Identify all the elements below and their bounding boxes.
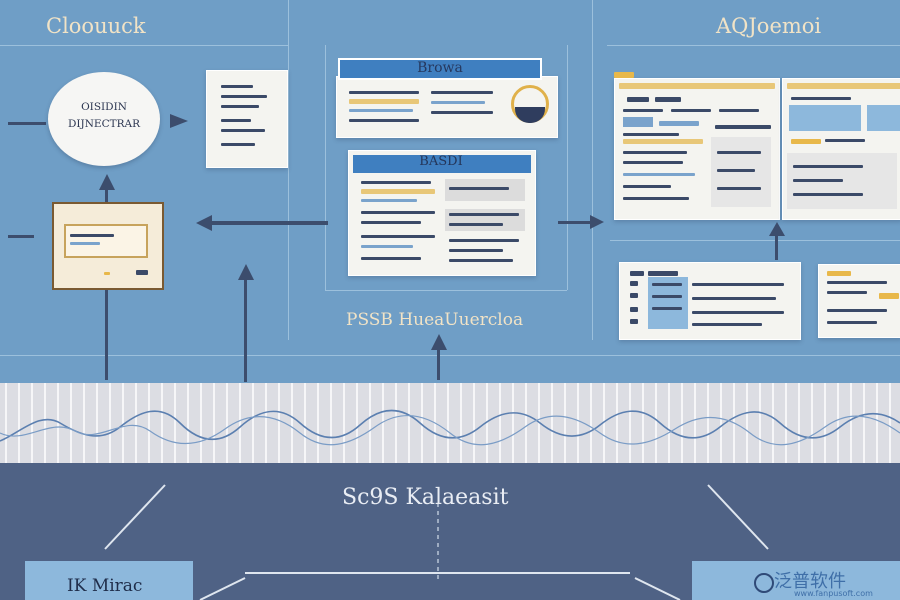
arrow-head-icon xyxy=(170,114,188,128)
grid-line xyxy=(592,0,593,340)
grid-line xyxy=(288,0,289,340)
oval-node: OISIDIN DIJNECTRAR xyxy=(48,72,160,166)
grid-line xyxy=(325,290,567,291)
tablet-card xyxy=(52,202,164,290)
grid-line xyxy=(567,45,568,290)
summary-card xyxy=(619,262,801,340)
connector-arrow xyxy=(437,350,440,380)
connector-arrow xyxy=(8,122,46,125)
arrow-head-icon xyxy=(590,215,604,229)
module-box-right: 泛普软件 www.fanpusoft.com xyxy=(692,561,900,600)
connector-arrow xyxy=(8,235,34,238)
grid-line xyxy=(0,355,900,356)
logo-icon xyxy=(754,573,774,593)
connector-arrow xyxy=(558,221,592,224)
watermark-url: www.fanpusoft.com xyxy=(794,589,873,598)
grid-line xyxy=(0,45,288,46)
module-box-label: IK Mirac xyxy=(67,576,143,596)
accent-tab xyxy=(614,72,634,78)
waveform-graphic xyxy=(0,383,900,463)
top-left-label: Cloouuck xyxy=(46,14,146,38)
connector-arrow xyxy=(244,278,247,382)
watermark-text: 泛普软件 xyxy=(774,571,846,592)
bottom-connectors xyxy=(104,484,769,600)
oval-text-line1: OISIDIN xyxy=(81,101,127,113)
grid-line xyxy=(607,45,900,46)
arrow-head-icon xyxy=(99,174,115,190)
oval-text-line2: DIJNECTRAR xyxy=(67,118,141,130)
browse-card xyxy=(336,76,558,138)
top-right-label: AQJoemoi xyxy=(716,14,822,38)
bottom-panel: Sc9S Kalaeasit IK Mirac 泛普软件 www.fanpuso… xyxy=(0,463,900,600)
module-box-left: IK Mirac xyxy=(25,561,193,600)
document-card xyxy=(206,70,288,168)
arrow-head-icon xyxy=(196,215,212,231)
basic-card xyxy=(348,150,536,276)
dashboard-card-left xyxy=(614,78,780,220)
connector-arrow xyxy=(775,234,778,260)
connector-arrow xyxy=(210,221,328,225)
grid-line xyxy=(325,45,326,290)
arrow-head-icon xyxy=(431,334,447,350)
middle-label: PSSB HueaUuercloa xyxy=(346,310,524,330)
grid-line xyxy=(610,240,900,241)
arrow-head-icon xyxy=(769,222,785,236)
waveform-band xyxy=(0,383,900,463)
bottom-title: Sc9S Kalaeasit xyxy=(342,485,509,510)
mini-card xyxy=(818,264,900,338)
browse-title: Browa xyxy=(338,58,542,80)
arrow-head-icon xyxy=(238,264,254,280)
basic-title: BASDI xyxy=(419,154,463,169)
dashboard-card-right xyxy=(782,78,900,220)
